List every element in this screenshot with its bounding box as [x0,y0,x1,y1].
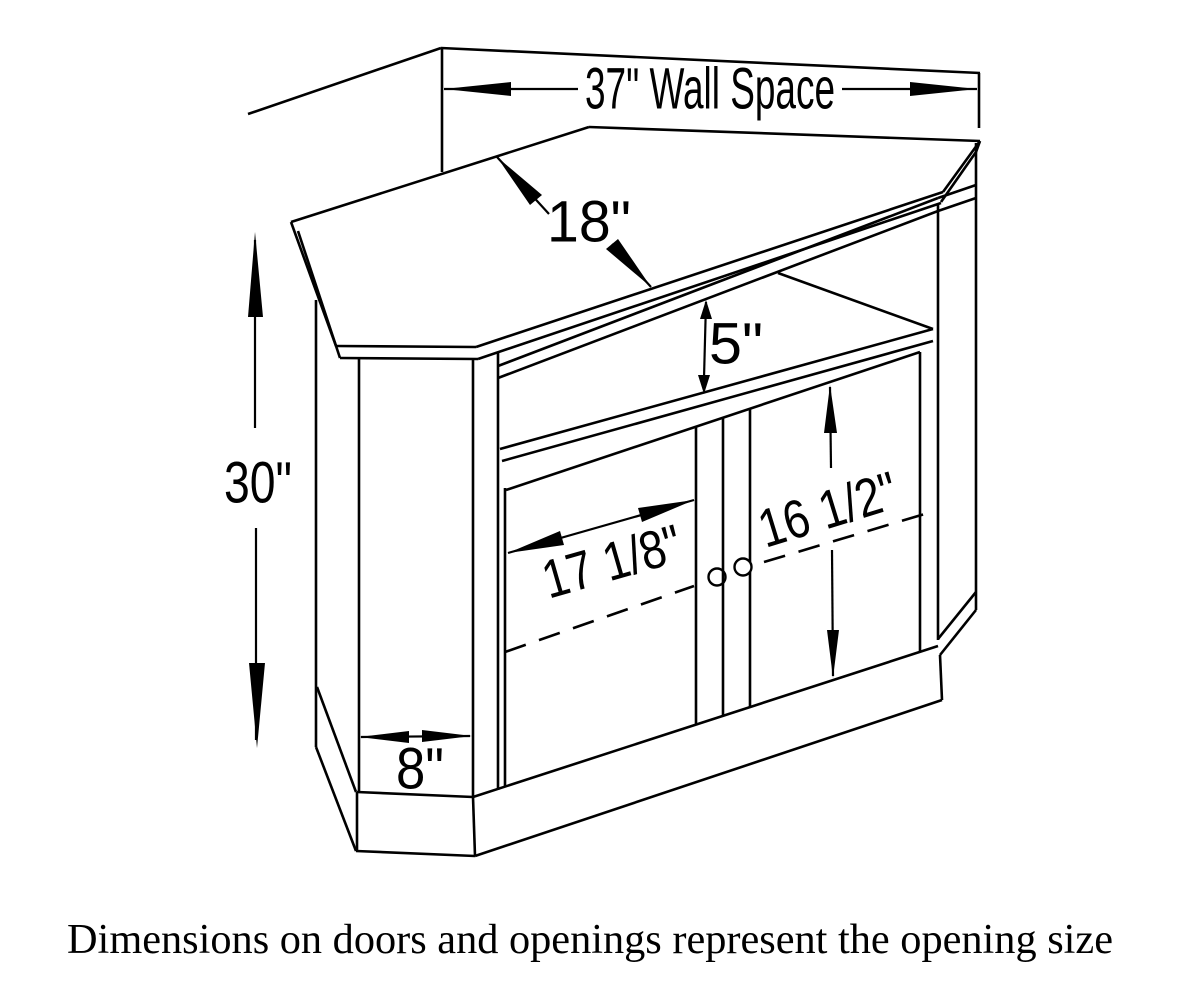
opening-height-dimension: 5" [698,300,763,394]
arrowhead-left-icon [444,82,511,96]
right-bottom-bevel-2 [938,609,978,656]
door-knob-left [707,567,727,587]
top-back-left-edge [290,125,590,224]
left-door [503,350,921,786]
side-width-dimension: 8" [359,730,472,802]
base-front-top-edge [472,644,939,799]
top-front-edge-outer [475,190,944,349]
top-left-edge-inner [296,230,342,359]
right-bottom-bevel-1 [936,591,978,640]
base-front-left-top-edge [356,790,474,799]
left-side-panel [314,300,475,852]
top-front-left-edge-outer [335,344,477,349]
side-panel-width-label: 8" [396,737,444,802]
depth-dimension: 18" [496,156,652,288]
arrowhead-down-right-icon [606,239,651,287]
top-rail-upper-line [497,196,939,368]
wall-space-label: 37" Wall Space [585,57,835,122]
hidden-shelf-line-right [763,511,929,564]
arrowhead-down-icon [249,663,265,748]
top-depth-label: 18" [547,190,631,255]
caption: Dimensions on doors and openings represe… [67,917,1113,963]
right-side-panel [936,143,978,701]
left-base-bevel [314,746,358,852]
shelf-front-edge-bottom [501,339,934,463]
wall-top-line [440,46,981,75]
arrowhead-left-icon [508,531,564,553]
overall-height-label: 30" [224,451,292,516]
base-plinth [355,644,943,858]
arrowhead-up-left-icon [497,157,542,205]
left-panel-bottom-bevel [315,686,358,793]
top-front-edge-inner [477,201,942,361]
top-right-bevel-outer [941,140,982,193]
top-panel [289,125,982,361]
top-rail-lower-line [497,209,939,380]
right-door [721,352,929,716]
arrowhead-left-icon [359,731,409,743]
right-face-top-line-1 [937,183,977,200]
top-back-right-edge [588,125,981,143]
arrowhead-up-icon [700,300,712,319]
arrowhead-up-icon [824,385,837,433]
arrowhead-down-icon [827,630,839,678]
interior-back-corner-line [777,271,934,331]
open-shelf-compartment [496,196,939,790]
overall-height-dimension: 30" [224,232,292,748]
right-face-top-line-2 [937,196,977,213]
wall-space-dimension: 37" Wall Space [247,46,981,172]
arrowhead-right-icon [422,730,472,742]
base-front-left-bottom-edge [355,849,476,858]
arrowhead-right-icon [638,500,694,522]
wall-edge-left-line [247,46,442,116]
shelf-front-edge-top [499,327,934,451]
arrowhead-down-icon [698,375,710,394]
arrowhead-right-icon [910,82,977,96]
top-front-left-edge-inner [339,356,479,361]
right-base-end-edge [938,654,944,701]
opening-height-label: 5" [709,312,763,377]
door-top-edge [505,350,921,492]
base-front-bottom-edge [474,698,943,858]
base-corner-edge [471,796,477,857]
arrowhead-up-icon [248,232,263,317]
door-knob-right [733,557,753,577]
